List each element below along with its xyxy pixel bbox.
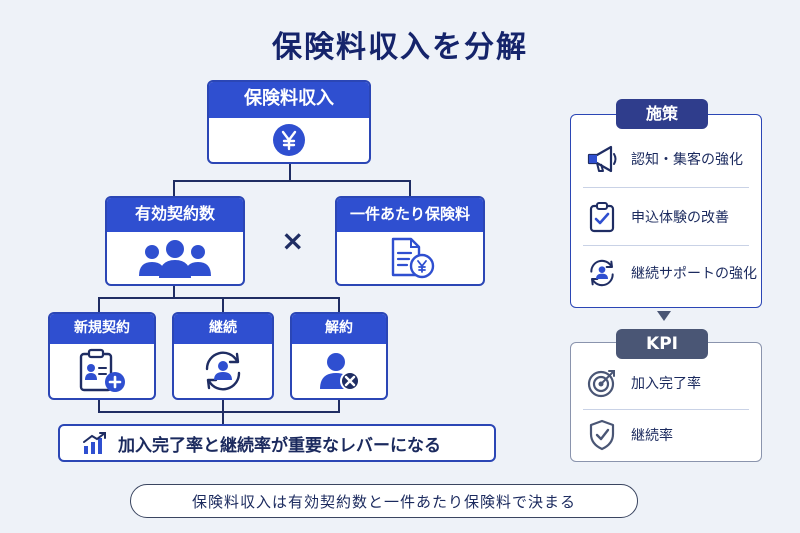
measure-label: 申込体験の改善 [631, 210, 729, 226]
connector [98, 297, 340, 299]
active-contracts-node: 有効契約数 [105, 196, 245, 286]
connector [173, 180, 411, 182]
measure-item: 認知・集客の強化 [571, 137, 761, 181]
active-contracts-label: 有効契約数 [107, 198, 243, 232]
kpi-label: 加入完了率 [631, 376, 701, 392]
cancellation-node: 解約 [290, 312, 388, 400]
summary-pill: 保険料収入は有効契約数と一件あたり保険料で決まる [130, 484, 638, 518]
down-arrow-icon [657, 311, 671, 321]
divider [583, 245, 749, 246]
divider [583, 409, 749, 410]
document-yen-icon [391, 237, 435, 279]
connector [289, 163, 291, 181]
divider [583, 187, 749, 188]
new-contract-label: 新規契約 [50, 314, 154, 344]
root-node: 保険料収入 [207, 80, 371, 164]
measure-label: 継続サポートの強化 [631, 266, 757, 282]
kpi-panel: 加入完了率 継続率 [570, 342, 762, 462]
renewal-label: 継続 [174, 314, 272, 344]
connector [222, 398, 224, 424]
connector [222, 297, 224, 313]
connector [409, 180, 411, 197]
renewal-node: 継続 [172, 312, 274, 400]
connector [338, 398, 340, 412]
kpi-title: KPI [616, 329, 708, 359]
connector [173, 284, 175, 298]
connector [338, 297, 340, 313]
user-cycle-icon [205, 351, 241, 391]
shield-check-icon [589, 419, 615, 451]
user-remove-icon [320, 353, 360, 391]
user-cycle-icon [590, 259, 614, 287]
new-contract-node: 新規契約 [48, 312, 156, 400]
kpi-item: 継続率 [571, 413, 761, 457]
clipboard-user-plus-icon [79, 348, 125, 392]
key-lever-box: 加入完了率と継続率が重要なレバーになる [58, 424, 496, 462]
people-group-icon [139, 240, 211, 278]
premium-per-contract-node: 一件あたり保険料 [335, 196, 485, 286]
target-icon [587, 370, 615, 398]
connector [98, 398, 100, 412]
kpi-label: 継続率 [631, 428, 673, 444]
measure-label: 認知・集客の強化 [631, 152, 743, 168]
clipboard-check-icon [589, 202, 615, 233]
key-lever-text: 加入完了率と継続率が重要なレバーになる [118, 435, 441, 456]
connector [98, 411, 340, 413]
multiply-operator: × [281, 224, 305, 257]
root-label: 保険料収入 [209, 82, 369, 118]
measures-panel: 認知・集客の強化 申込体験の改善 継続サポートの強化 [570, 114, 762, 308]
premium-per-contract-label: 一件あたり保険料 [337, 198, 483, 232]
megaphone-icon [587, 145, 617, 173]
bar-chart-up-icon [83, 432, 106, 454]
connector [173, 180, 175, 197]
yen-coin-icon [273, 124, 305, 156]
measure-item: 申込体験の改善 [571, 195, 761, 239]
page-title: 保険料収入を分解 [272, 30, 528, 65]
measure-item: 継続サポートの強化 [571, 251, 761, 295]
cancellation-label: 解約 [292, 314, 386, 344]
measures-title: 施策 [616, 99, 708, 129]
connector [98, 297, 100, 313]
kpi-item: 加入完了率 [571, 361, 761, 405]
